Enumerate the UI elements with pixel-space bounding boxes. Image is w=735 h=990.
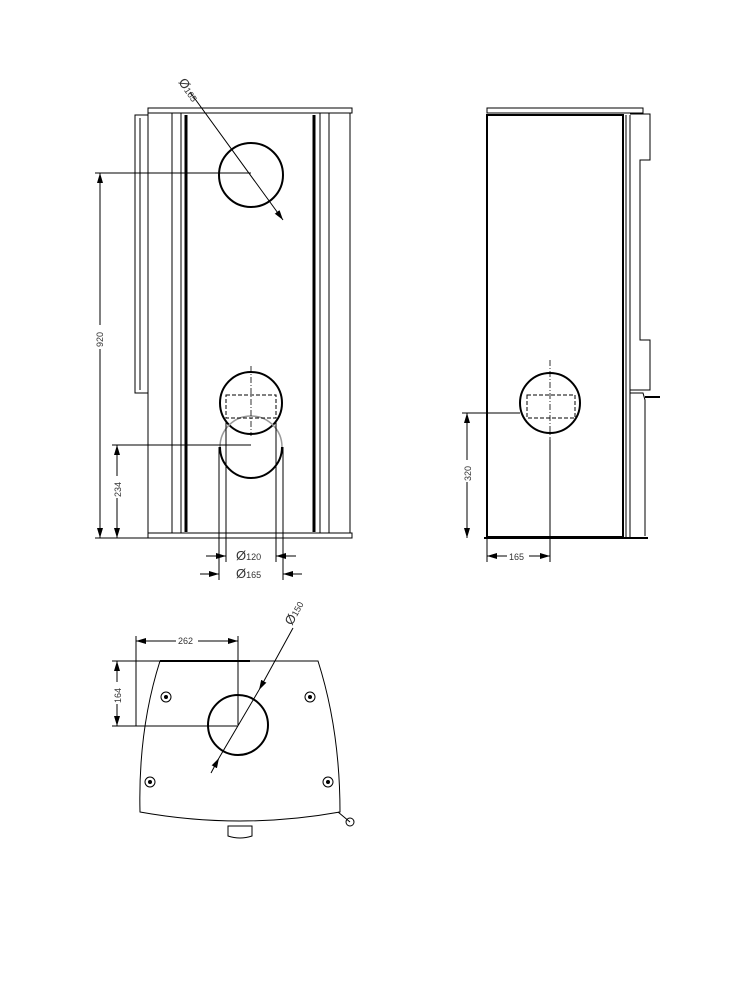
dim-top-diameter: Ø165	[176, 75, 203, 104]
dim-234: 234	[113, 482, 123, 497]
top-view: 262 164 Ø150	[111, 598, 355, 839]
dim-262: 262	[178, 636, 193, 646]
dim-165-front: Ø165	[236, 566, 261, 581]
dim-920: 920	[95, 332, 105, 347]
dim-165-side: 165	[509, 552, 524, 562]
front-view: Ø165 920 234 Ø120 Ø165	[94, 75, 353, 581]
top-outlet-circle	[218, 142, 284, 208]
dim-120: Ø120	[236, 548, 261, 563]
handle-icon	[227, 825, 253, 839]
dim-320: 320	[463, 466, 473, 481]
side-view: 320 165	[461, 107, 660, 562]
bolt-icons	[144, 691, 334, 788]
dim-164: 164	[113, 688, 123, 703]
dim-150: Ø150	[281, 598, 306, 627]
